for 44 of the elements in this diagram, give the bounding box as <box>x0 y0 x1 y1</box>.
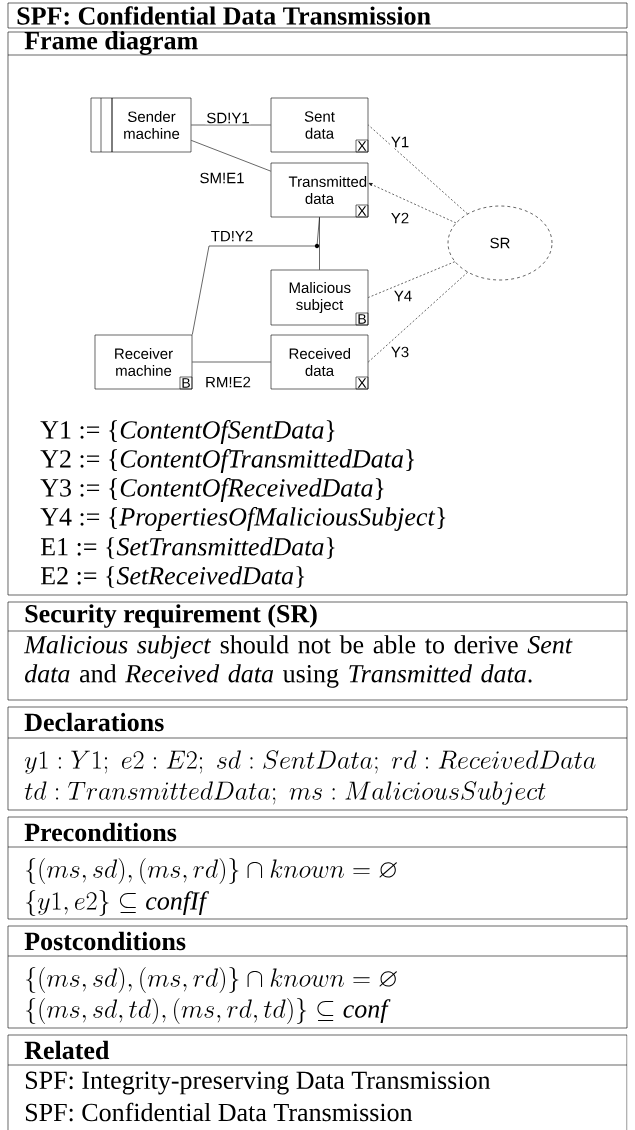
related-pattern: SPF: Confidential Data Transmission <box>25 1102 413 1122</box>
connector-line <box>368 124 468 215</box>
domain-box: Sent data X <box>270 97 369 153</box>
section-heading: Security requirement (SR) <box>25 604 317 628</box>
edge-label: SD!Y1 <box>205 111 251 125</box>
related-pattern: SPF: Integrity-preserving Data Transmission <box>25 1071 491 1095</box>
edge-label: Y3 <box>389 345 411 359</box>
connector-line <box>192 361 271 363</box>
edge-label: RM!E2 <box>204 375 252 389</box>
connector-line <box>368 261 456 298</box>
section-heading: Frame diagram <box>24 31 198 55</box>
domain-box: Receiver machine B <box>94 334 193 390</box>
edge-label: Y2 <box>389 211 411 225</box>
definition: Y2 := {ContentOfTransmittedData} <box>40 449 415 473</box>
requirement-text: Malicious subject should not be able to derive Sent data and Received data using Transmitted data. <box>23 635 573 688</box>
connector-line <box>192 217 320 335</box>
section-heading: Related <box>24 1040 110 1060</box>
connector-line <box>191 140 271 172</box>
formula: $\{(ms, sd, td), (ms, rd, td)\} \subseteq \mathit{conf}$ <box>26 998 391 1024</box>
formula: $\{(ms, sd), (ms, rd)\} \cap known = \varnothing$ <box>26 967 397 993</box>
edge-label: TD!Y2 <box>209 229 255 243</box>
section-heading: Preconditions <box>24 822 177 842</box>
edge-label: Y4 <box>392 289 414 303</box>
domain-box: Received data X <box>270 334 369 390</box>
table-title: SPF: Confidential Data Transmission <box>17 6 431 25</box>
connector-line <box>191 124 271 126</box>
connector-line <box>368 271 468 363</box>
definition: Y3 := {ContentOfReceivedData} <box>40 478 384 502</box>
formula: $\{(ms, sd), (ms, rd)\} \cap known = \varnothing$ <box>26 858 397 884</box>
definition: E2 := {SetReceivedData} <box>40 566 305 588</box>
domain-box: Sender machine <box>90 97 192 153</box>
definition: E1 := {SetTransmittedData} <box>40 537 335 559</box>
edge-label: Y1 <box>389 135 411 149</box>
section-heading: Declarations <box>24 712 164 732</box>
connector-line <box>368 183 457 224</box>
edge-label: SM!E1 <box>198 171 246 185</box>
formula: $y1 : Y1;\; e2 : E2;\; sd : SentData;\; rd : ReceivedData$ <box>24 750 596 774</box>
formula: $td : TransmittedData;\; ms : MaliciousSubject$ <box>24 781 546 805</box>
section-heading: Postconditions <box>24 931 186 951</box>
definition: Y1 := {ContentOfSentData} <box>40 420 335 444</box>
domain-box: Transmitted data X <box>270 162 369 218</box>
definition: Y4 := {PropertiesOfMaliciousSubject} <box>40 507 446 531</box>
domain-box: Malicious subject B <box>270 269 369 326</box>
formula: $\{y1, e2\} \subseteq \mathit{confIf}$ <box>26 890 209 916</box>
